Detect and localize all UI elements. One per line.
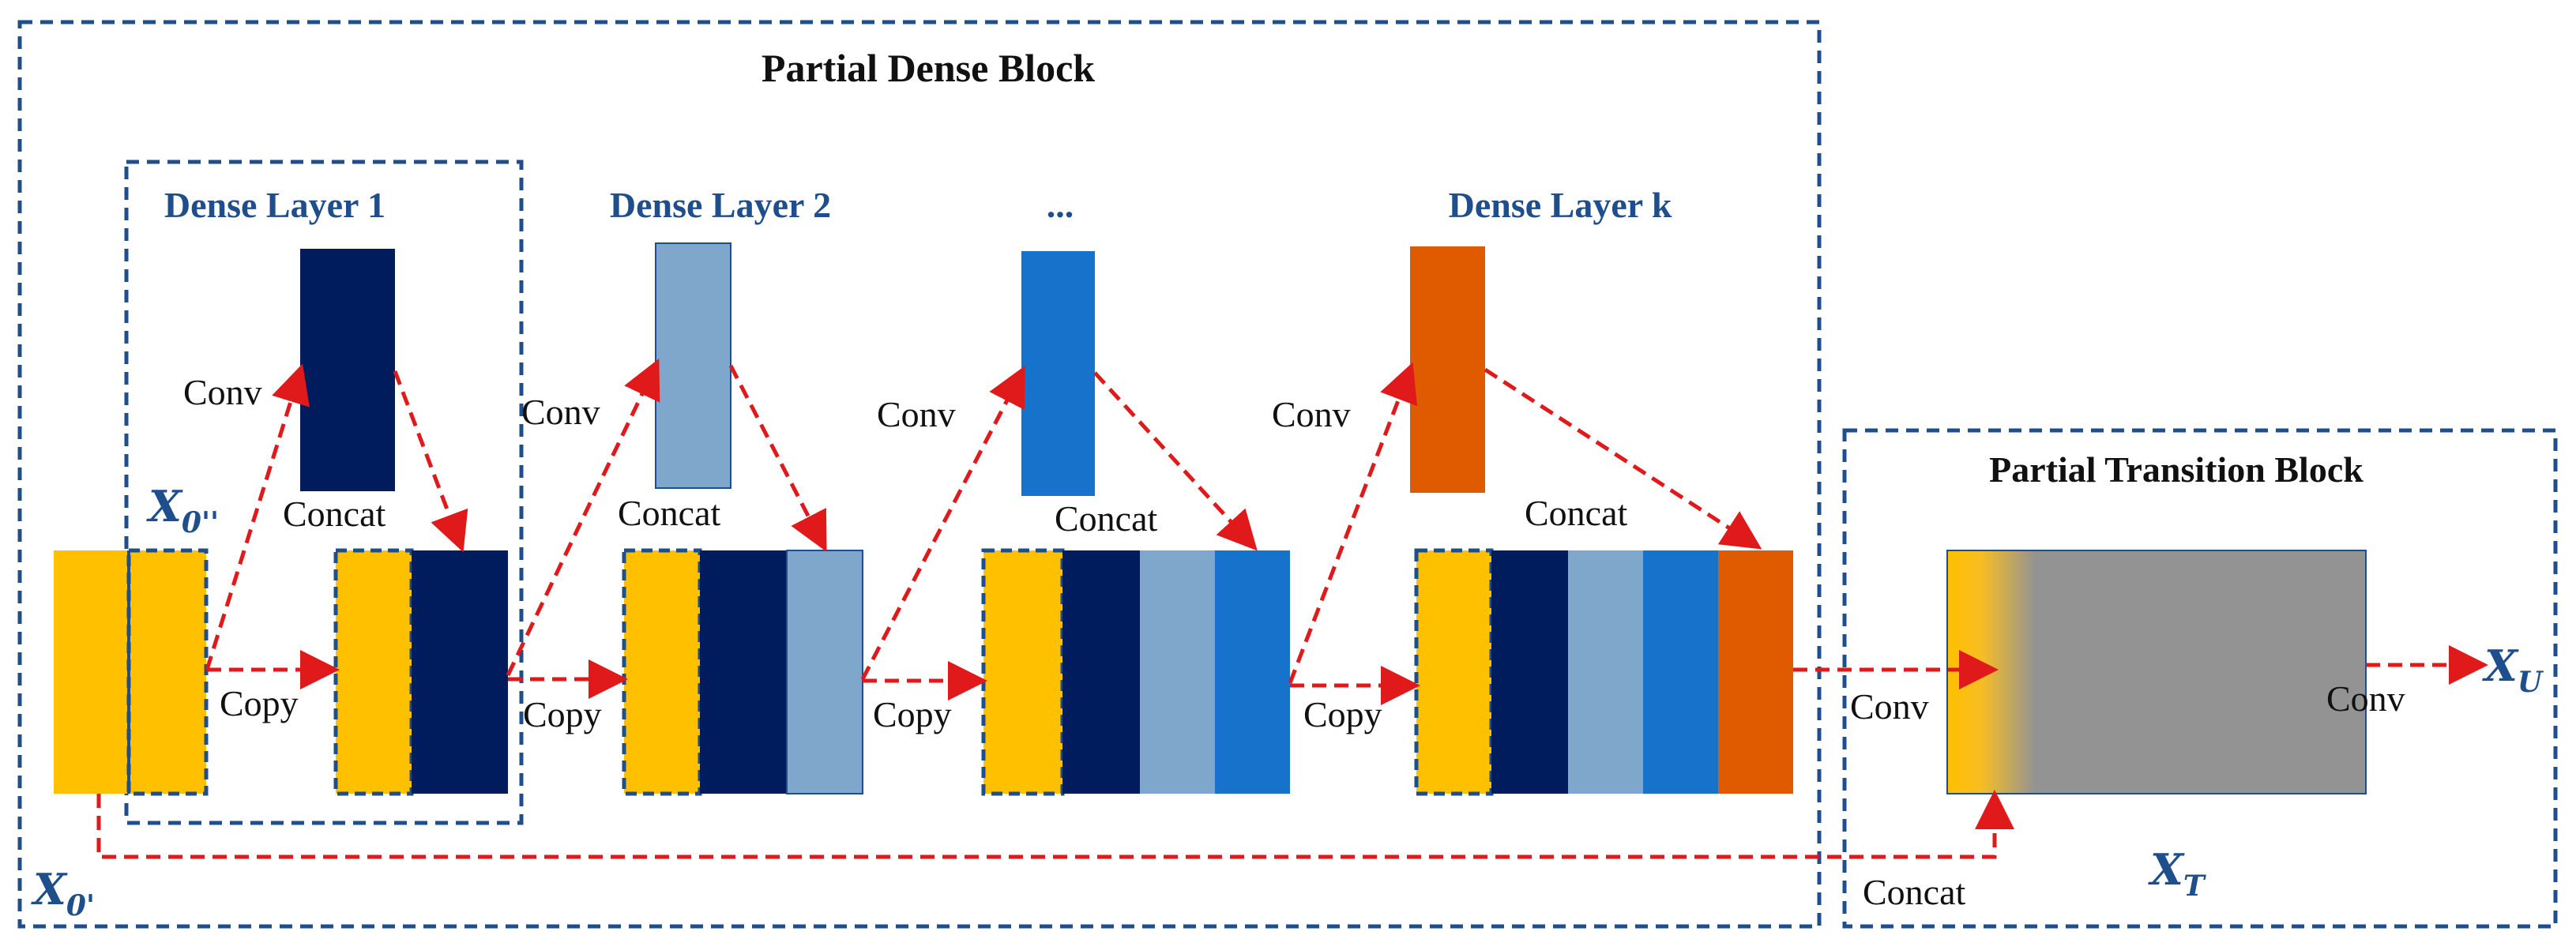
stack-2-copy bbox=[622, 548, 702, 796]
concat-label-2: Concat bbox=[618, 493, 721, 533]
conv-label-1: Conv bbox=[183, 372, 262, 412]
x0-double-prime-sub: 0'' bbox=[182, 506, 219, 539]
dense-layer-k-label: Dense Layer k bbox=[1449, 185, 1672, 225]
dense-layer-1-output bbox=[300, 249, 395, 491]
stack-2-navy bbox=[700, 550, 787, 794]
conv-label-k: Conv bbox=[1272, 394, 1351, 434]
partial-dense-block-title: Partial Dense Block bbox=[762, 46, 1095, 90]
copy-label-3: Copy bbox=[873, 694, 952, 734]
concat-label-3: Concat bbox=[1055, 498, 1158, 539]
input-feature-map-part-1 bbox=[54, 550, 129, 794]
concat-arrow-1 bbox=[393, 370, 468, 553]
x0-prime-sub: 0' bbox=[66, 889, 95, 922]
transition-output-block bbox=[1946, 550, 2367, 794]
conv-label-2: Conv bbox=[521, 392, 600, 432]
concat-label-k: Concat bbox=[1525, 493, 1628, 533]
dense-layer-1-frame bbox=[124, 160, 524, 825]
input-feature-map-part-2 bbox=[126, 548, 209, 796]
xt-symbol: XT bbox=[2148, 844, 2206, 903]
stack-k-orange bbox=[1718, 550, 1793, 794]
partial-transition-block-frame bbox=[1842, 428, 2558, 929]
stack-3-midblue bbox=[1215, 550, 1290, 794]
stack-3-lightblue bbox=[1140, 550, 1215, 794]
bypass-concat-label: Concat bbox=[1863, 872, 1966, 912]
stack-3-copy bbox=[981, 548, 1065, 796]
x0-prime-base: X bbox=[31, 864, 68, 915]
conv-arrow-k bbox=[1288, 362, 1418, 684]
concat-arrow-2 bbox=[728, 364, 827, 552]
conv-arrow-1 bbox=[205, 363, 310, 670]
stack-1-copy bbox=[333, 548, 414, 796]
xu-symbol: XU bbox=[2482, 640, 2544, 699]
partial-dense-block-frame bbox=[17, 20, 1822, 929]
copy-label-k: Copy bbox=[1303, 694, 1382, 734]
transition-conv-label: Conv bbox=[1850, 686, 1929, 727]
xu-sub: U bbox=[2518, 666, 2544, 699]
dense-layer-k-output bbox=[1410, 246, 1485, 493]
ellipsis-layer-label: ... bbox=[1047, 185, 1074, 225]
concat-label-1: Concat bbox=[283, 494, 386, 534]
xt-base: X bbox=[2148, 844, 2185, 895]
partial-transition-block-title: Partial Transition Block bbox=[1989, 449, 2364, 490]
conv-arrow-2 bbox=[506, 358, 660, 677]
stack-k-navy bbox=[1491, 550, 1568, 794]
concat-arrow-k bbox=[1484, 367, 1762, 550]
x0-double-prime-base: X bbox=[146, 481, 183, 531]
copy-label-1: Copy bbox=[220, 683, 299, 723]
xt-sub: T bbox=[2183, 870, 2206, 903]
bypass-concat-arrow bbox=[96, 790, 2014, 859]
stack-k-lightblue bbox=[1568, 550, 1643, 794]
concat-arrow-3 bbox=[1093, 371, 1258, 551]
stack-2-lightblue bbox=[786, 550, 863, 794]
dense-layer-2-label: Dense Layer 2 bbox=[610, 185, 831, 225]
stack-k-copy bbox=[1414, 548, 1494, 796]
conv-arrow-3 bbox=[860, 366, 1025, 681]
dense-layer-1-label: Dense Layer 1 bbox=[164, 185, 385, 225]
x0-prime-symbol: X0' bbox=[31, 864, 95, 922]
dense-layer-2-output bbox=[655, 242, 731, 489]
xu-base: X bbox=[2482, 640, 2519, 691]
ellipsis-layer-output bbox=[1021, 251, 1095, 496]
stack-3-navy bbox=[1062, 550, 1140, 794]
x0-double-prime-symbol: X0'' bbox=[146, 481, 219, 539]
conv-label-3: Conv bbox=[877, 394, 956, 434]
output-conv-label: Conv bbox=[2326, 678, 2405, 719]
stack-1-navy bbox=[412, 550, 508, 794]
stack-k-midblue bbox=[1643, 550, 1718, 794]
copy-label-2: Copy bbox=[523, 694, 602, 734]
